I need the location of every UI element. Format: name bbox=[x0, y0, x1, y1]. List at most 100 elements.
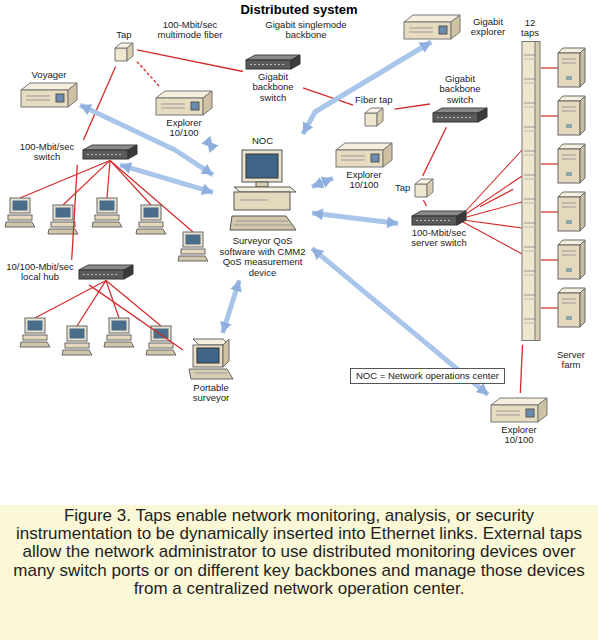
illustration-part bbox=[146, 326, 176, 355]
switch-icon bbox=[411, 210, 467, 226]
switch-icon bbox=[457, 211, 466, 225]
illustration-part bbox=[23, 335, 47, 340]
switch-icon bbox=[79, 270, 124, 279]
tap-bank-icon bbox=[524, 150, 536, 151]
illustration-part bbox=[62, 350, 92, 355]
tap-bank-icon bbox=[519, 41, 541, 341]
illustration-part bbox=[558, 48, 585, 87]
switch-icon bbox=[291, 55, 300, 69]
switch-icon bbox=[478, 108, 487, 122]
device-label: Tap bbox=[395, 183, 410, 193]
illustration-part bbox=[178, 256, 208, 261]
monitor-device-icon bbox=[21, 90, 68, 107]
device-label: 100-Mbit/sec switch bbox=[15, 142, 79, 163]
network-device: Explorer 10/100 bbox=[490, 395, 548, 446]
illustration-part bbox=[562, 111, 576, 112]
illustration-part bbox=[566, 268, 572, 272]
monitor-device-icon bbox=[56, 94, 64, 102]
illustration-part bbox=[562, 63, 576, 64]
tap-icon bbox=[127, 43, 133, 61]
device-label: Voyager bbox=[32, 70, 67, 80]
monitor-device-icon bbox=[538, 398, 547, 422]
tap-icon bbox=[427, 179, 433, 197]
device-label: Explorer 10/100 bbox=[339, 170, 389, 191]
network-link bbox=[520, 345, 522, 393]
computer-icon bbox=[240, 200, 268, 201]
monitoring-link bbox=[312, 178, 333, 187]
illustration-part bbox=[463, 222, 522, 254]
figure-caption: Figure 3. Taps enable network monitoring… bbox=[6, 507, 592, 598]
computer-icon bbox=[230, 216, 296, 230]
monitor-device-icon bbox=[20, 82, 78, 108]
monitoring-link bbox=[120, 165, 213, 193]
illustration-part bbox=[186, 235, 201, 245]
switch-icon bbox=[412, 216, 457, 225]
tap-bank-icon bbox=[524, 174, 536, 175]
monitor-device-icon bbox=[371, 154, 379, 162]
tap-bank-icon bbox=[524, 226, 536, 227]
link-label: 100-Mbit/sec multimode fiber bbox=[148, 20, 232, 41]
illustration-part bbox=[107, 335, 131, 340]
tap-icon bbox=[413, 178, 435, 198]
illustration-part bbox=[558, 149, 580, 183]
illustration-part bbox=[558, 96, 585, 135]
tap-bank-icon bbox=[524, 222, 536, 223]
illustration-part bbox=[110, 160, 193, 232]
network-link bbox=[137, 50, 243, 72]
illustration-part bbox=[100, 201, 115, 211]
switch-icon bbox=[432, 107, 488, 123]
network-link bbox=[137, 62, 159, 86]
illustration-part bbox=[104, 318, 134, 347]
network-device: Portable surveyor bbox=[185, 335, 237, 404]
network-link bbox=[83, 66, 115, 140]
illustration-part bbox=[558, 101, 580, 135]
network-link bbox=[423, 127, 447, 176]
switch-icon bbox=[437, 117, 472, 118]
illustration-part bbox=[183, 232, 203, 247]
monitor-device-icon bbox=[409, 28, 433, 29]
illustration-part bbox=[149, 343, 173, 348]
device-label: Tap bbox=[116, 30, 131, 40]
monitor-device-icon bbox=[161, 108, 185, 109]
computer-icon bbox=[228, 148, 298, 234]
network-link bbox=[72, 165, 78, 260]
illustration-part bbox=[562, 255, 576, 256]
illustration-part bbox=[541, 211, 558, 212]
monitor-device-icon bbox=[156, 98, 203, 115]
illustration-part bbox=[62, 326, 92, 355]
illustration-part bbox=[562, 303, 576, 304]
monitor-device-icon bbox=[404, 22, 451, 39]
illustration-part bbox=[541, 307, 558, 308]
computer-icon bbox=[256, 182, 268, 187]
monitoring-link bbox=[303, 42, 431, 134]
illustration-part bbox=[13, 201, 28, 211]
illustration-part bbox=[541, 115, 558, 116]
illustration-part bbox=[566, 220, 572, 224]
illustration-part bbox=[558, 53, 580, 87]
network-device: Gigabit backbone switch bbox=[245, 52, 301, 103]
illustration-part bbox=[562, 207, 576, 208]
monitor-device-icon bbox=[336, 150, 383, 167]
monitor-device-icon bbox=[439, 26, 447, 34]
illustration-part bbox=[20, 160, 110, 198]
monitor-device-icon bbox=[203, 91, 212, 115]
illustration-part bbox=[558, 144, 585, 183]
illustration-part bbox=[20, 342, 50, 347]
monitoring-link bbox=[312, 213, 398, 223]
monitor-device-icon bbox=[341, 160, 365, 161]
portable-device-icon bbox=[223, 339, 229, 367]
tap-bank-icon bbox=[524, 298, 536, 299]
switch-icon bbox=[83, 150, 128, 159]
switch-icon bbox=[416, 220, 451, 221]
network-device: 100-Mbit/sec server switch bbox=[400, 208, 478, 249]
tap-bank-icon bbox=[524, 106, 536, 107]
tap-bank-icon bbox=[524, 246, 536, 247]
network-device: Fiber tap bbox=[355, 95, 393, 129]
illustration-part bbox=[70, 329, 85, 339]
illustration-part bbox=[580, 144, 585, 183]
illustration-part bbox=[25, 318, 45, 333]
monitoring-link bbox=[223, 280, 240, 333]
monitor-device-icon bbox=[496, 415, 520, 416]
tap-bank-icon bbox=[524, 318, 536, 319]
portable-device-icon bbox=[187, 337, 235, 381]
